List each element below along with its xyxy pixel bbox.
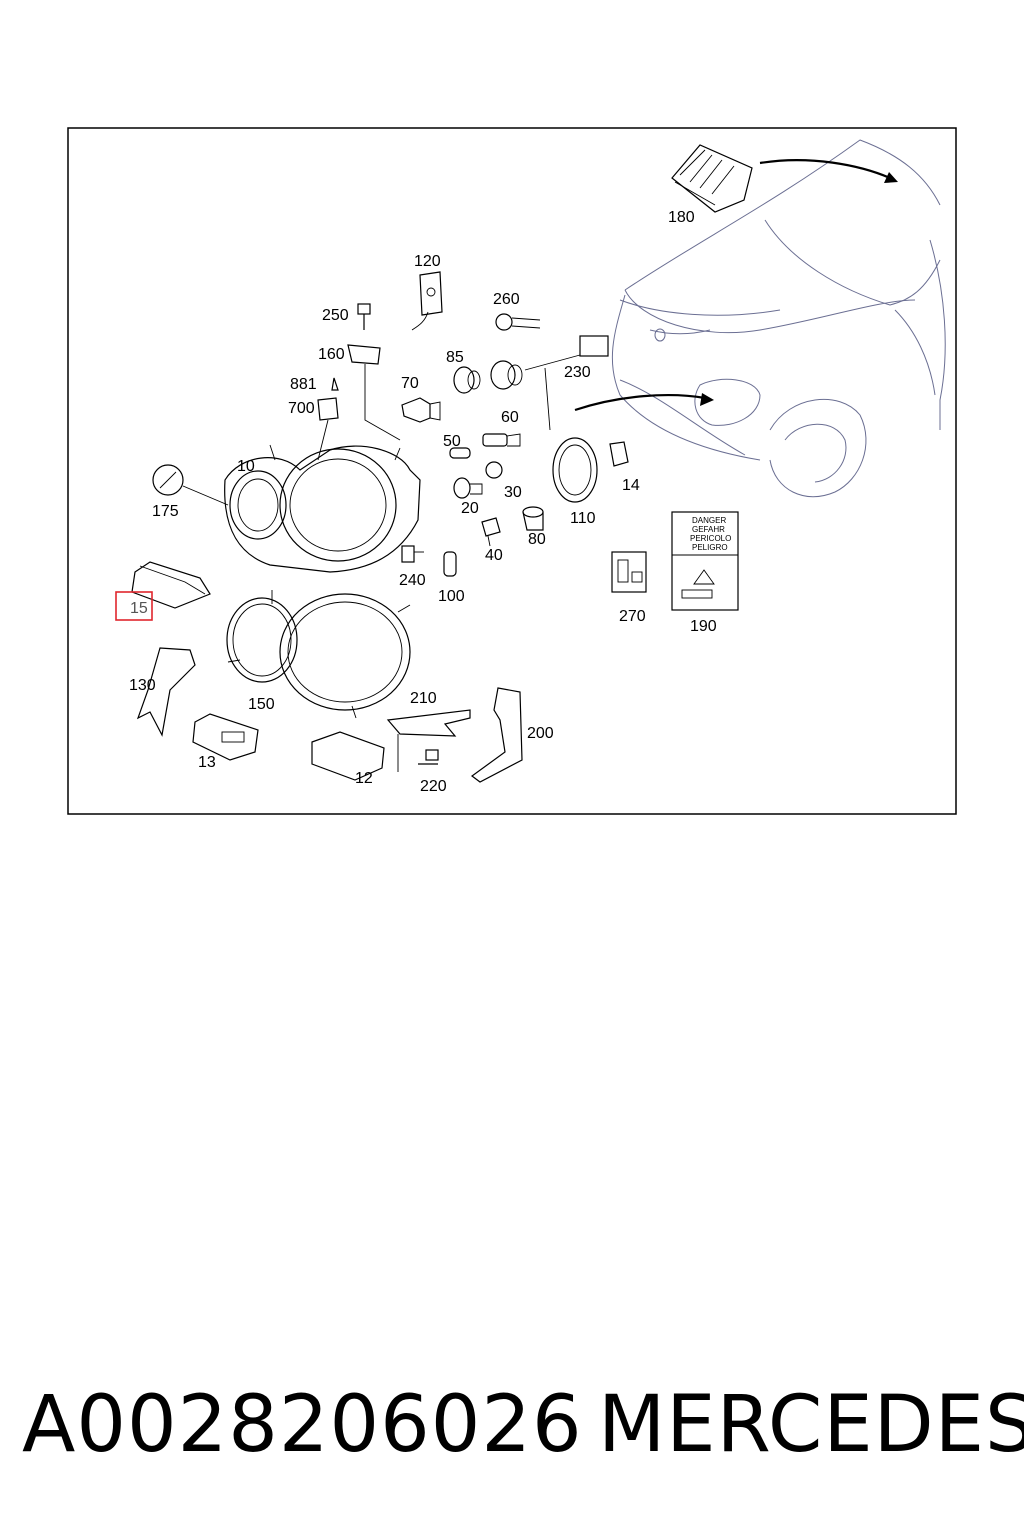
part-100 [443,551,457,577]
callout-110: 110 [570,510,596,527]
callout-20: 20 [461,500,479,517]
callout-15: 15 [130,600,148,617]
part-50-bulb [449,447,471,459]
leader-700 [317,419,329,461]
part-881 [331,377,339,391]
callout-120: 120 [414,253,441,270]
callout-230: 230 [564,364,591,381]
warning-triangle-icon [693,569,715,585]
part-20-bulb [453,477,483,499]
part-80 [522,506,544,531]
part-220-screw [418,749,439,765]
callout-13: 13 [198,754,216,771]
part-number: A0028206026 [22,1380,583,1470]
part-30 [485,461,503,479]
part-175-tool-icon [152,464,229,506]
part-160-clip [347,344,381,365]
callout-240: 240 [399,572,426,589]
warning-line-3: PERICOLO [690,534,731,543]
callout-80: 80 [528,531,546,548]
callout-175: 175 [152,503,179,520]
part-200-bracket [470,687,523,783]
callout-700: 700 [288,400,315,417]
callout-130: 130 [129,677,156,694]
part-130-bracket [136,647,196,737]
warning-line-4: PELIGRO [692,543,728,552]
callout-12: 12 [355,770,373,787]
callout-270: 270 [619,608,646,625]
warning-line-2: GEFAHR [692,525,725,534]
car-outline [611,139,946,498]
callout-150: 150 [248,696,275,713]
part-110-ring [552,437,598,503]
callout-60: 60 [501,409,519,426]
callout-200: 200 [527,725,554,742]
arrow-to-headlamp [574,394,706,412]
part-180-module [671,144,753,213]
callout-180: 180 [668,209,695,226]
part-12-unit [311,731,385,781]
footer: A0028206026 MERCEDES [0,1370,1024,1480]
parts-diagram: DANGER GEFAHR PERICOLO PELIGRO 180 120 2… [67,127,957,815]
callout-260: 260 [493,291,520,308]
part-250-screw [357,303,371,330]
callout-40: 40 [485,547,503,564]
part-190-warning-label: DANGER GEFAHR PERICOLO PELIGRO [671,511,739,611]
callout-881: 881 [290,376,317,393]
part-13-unit [192,713,259,761]
part-120 [411,271,443,331]
part-210-bracket [386,709,471,737]
part-240-screw [401,545,424,563]
callout-100: 100 [438,588,465,605]
part-40 [481,517,501,547]
part-14 [609,441,629,467]
arrowhead-roof [884,172,898,183]
part-700 [317,397,339,421]
callout-10: 10 [237,458,255,475]
part-260 [495,313,541,331]
highlight-box-15 [115,591,153,621]
callout-210: 210 [410,690,437,707]
brand-name: MERCEDES [598,1380,1024,1470]
callout-14: 14 [622,477,640,494]
callout-250: 250 [322,307,349,324]
part-socket-230 [490,335,609,431]
part-10-headlamp [224,444,421,573]
callout-220: 220 [420,778,447,795]
part-270-label [611,551,647,593]
arrowhead-headlamp [700,393,714,406]
callout-50: 50 [443,433,461,450]
part-85-socket [453,366,481,394]
part-60-bulb [482,433,521,447]
part-70-bulb [401,397,441,423]
callout-30: 30 [504,484,522,501]
diagram-frame [67,127,957,815]
arrow-to-roof [759,159,891,180]
part-150-lens-cover [226,590,411,719]
callout-160: 160 [318,346,345,363]
warning-line-1: DANGER [692,516,726,525]
callout-70: 70 [401,375,419,392]
leader-160 [364,364,401,441]
callout-85: 85 [446,349,464,366]
callout-190: 190 [690,618,717,635]
